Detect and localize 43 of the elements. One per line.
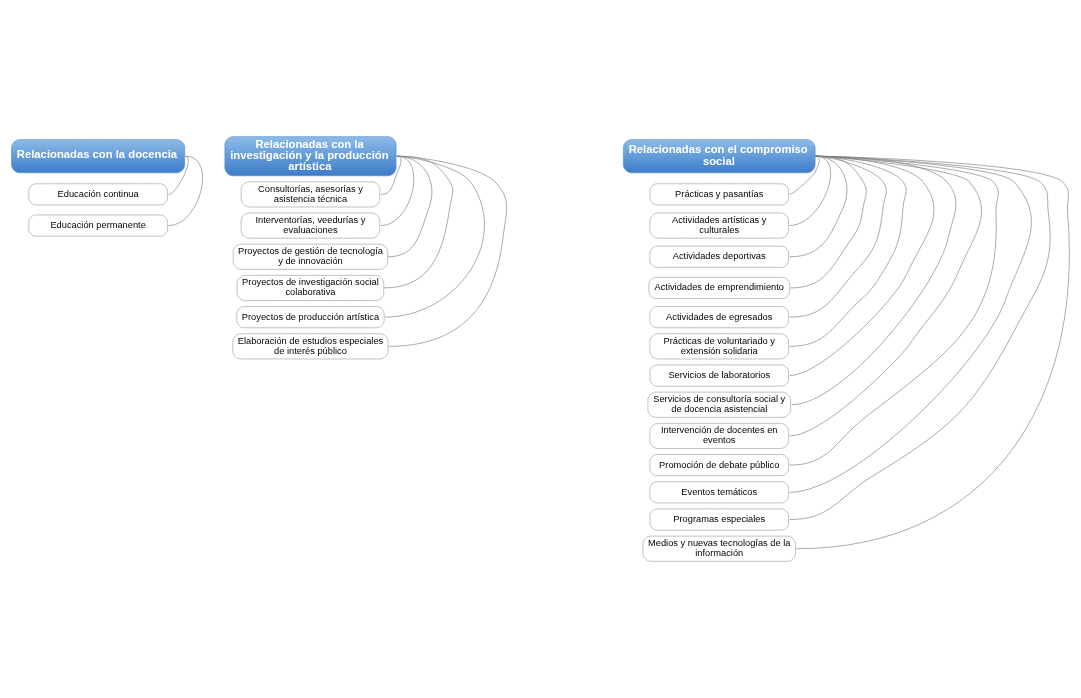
connector (789, 155, 982, 437)
connector (380, 155, 402, 195)
node-box: Actividades artísticas y culturales (649, 212, 789, 239)
connector (168, 155, 189, 195)
node-box: Actividades de emprendimiento (648, 277, 790, 299)
node-box: Medios y nuevas tecnologías de la información (642, 535, 796, 562)
connector (789, 155, 867, 289)
connector (387, 155, 433, 258)
node-box: Actividades de egresados (649, 306, 789, 329)
node-box: Educación continua (28, 183, 168, 206)
connector (789, 155, 848, 258)
node-box: Servicios de laboratorios (649, 364, 789, 387)
node-box: Relacionadas con la investigación y la producción artística (224, 136, 397, 177)
connector (789, 155, 820, 195)
node-box: Eventos temáticos (649, 481, 789, 504)
node-box: Relacionadas con el compromiso social (623, 139, 816, 174)
node-box: Actividades deportivas (649, 245, 789, 268)
connector (384, 155, 485, 318)
node-box: Interventorías, veedurías y evaluaciones (240, 212, 381, 239)
node-box: Programas especiales (649, 508, 789, 531)
connector (789, 155, 907, 347)
node-box: Proyectos de producción artística (236, 306, 385, 329)
node-box: Consultorías, asesorías y asistencia técnica (240, 181, 381, 208)
connector (789, 155, 887, 318)
node-box: Elaboración de estudios especiales de interés público (232, 333, 389, 360)
connector (789, 155, 831, 226)
node-box: Promoción de debate público (649, 454, 789, 477)
connector (795, 155, 1070, 550)
connector (168, 155, 203, 226)
node-box: Intervención de docentes en eventos (649, 423, 789, 449)
connector (383, 155, 454, 289)
node-box: Relacionadas con la docencia (11, 139, 186, 174)
node-box: Educación permanente (28, 214, 168, 237)
connector (388, 155, 508, 347)
node-box: Prácticas y pasantías (649, 183, 789, 206)
connector (789, 155, 999, 466)
connector (380, 155, 415, 226)
connector (791, 155, 957, 406)
node-box: Prácticas de voluntariado y extensión solidaria (649, 333, 789, 360)
node-box: Proyectos de investigación social colaborativa (236, 275, 385, 301)
connector (789, 155, 935, 376)
node-box: Proyectos de gestión de tecnología y de innovación (232, 243, 389, 270)
node-box: Servicios de consultoría social y de docencia asistencial (647, 391, 791, 418)
